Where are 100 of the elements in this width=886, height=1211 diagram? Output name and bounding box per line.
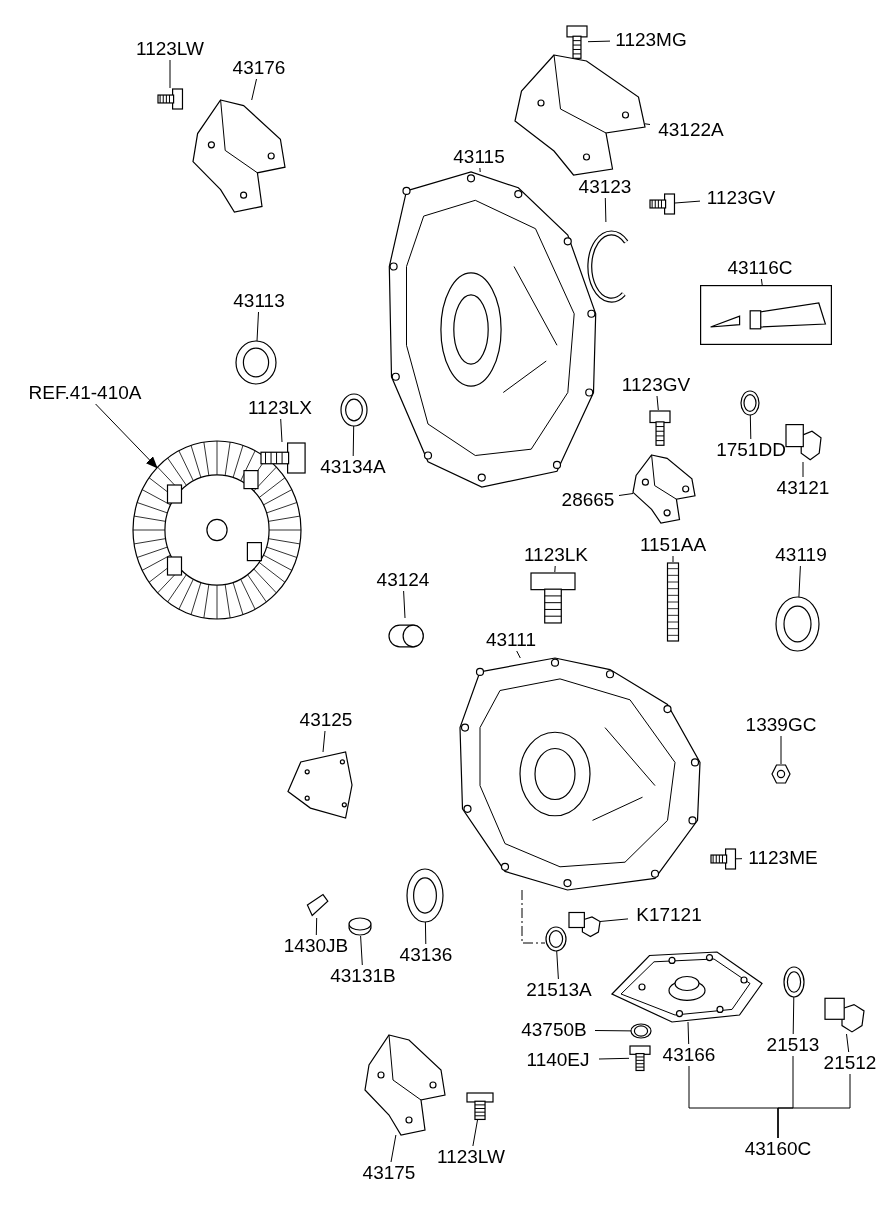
pin-drawing [305,892,329,918]
part-number: 1339GC [740,714,822,736]
part-number: 21513A [518,979,600,1001]
leader-line [352,425,355,457]
washer-drawing [740,390,760,416]
leader-line [472,1119,478,1147]
cap-drawing [348,916,372,936]
cover-plate-drawing [288,752,352,818]
bolt-drawing [710,848,736,870]
part-number: 43116C [720,257,800,279]
leader-line [780,735,782,765]
part-number: 43134A [312,456,394,478]
part-number: 28665 [557,489,619,511]
part-number: 43750B [513,1019,595,1041]
bolt-drawing [466,1092,494,1120]
leader-line [846,1033,850,1053]
leader-line [777,1073,851,1139]
part-number: 43131B [322,965,404,987]
leader-line [521,889,546,944]
leader-line [587,40,611,43]
leader-line [599,918,629,922]
leader-line [687,1021,690,1045]
oil-seal-drawing [235,340,277,385]
part-number: 43124 [372,569,434,591]
leader-line [672,555,674,563]
part-number: 43160C [737,1138,819,1160]
bolt-drawing [157,88,183,110]
bolt-drawing [629,1045,651,1071]
oil-seal-drawing [775,596,820,652]
oil-seal-drawing [406,868,444,923]
leader-line [618,493,634,496]
bracket-drawing [633,455,695,523]
leader-line [604,197,607,223]
part-number: 1123LK [515,544,597,566]
tube-panel [700,285,832,345]
washer-drawing [545,926,567,952]
part-number: 1123ME [742,847,824,869]
part-number: 43122A [650,119,732,141]
part-number: 43166 [658,1044,720,1066]
part-number: 1123LW [130,38,210,60]
leader-line [169,59,171,89]
bracket-drawing [193,100,285,212]
part-number: 1123LW [430,1146,512,1168]
part-number: 43119 [770,544,832,566]
leader-line [735,858,743,860]
part-number: 43121 [772,477,834,499]
leader-line [556,950,559,980]
leader-line [322,730,326,753]
part-number: 43111 [480,629,542,651]
clutch-disc-drawing [132,440,302,620]
arrow [95,403,158,469]
leader-line [802,461,804,478]
leader-line [256,311,259,342]
leader-line [390,1134,397,1163]
leader-line [479,167,481,173]
washer-drawing [783,966,805,998]
part-number: 1123GV [615,374,697,396]
part-number: K17121 [628,904,710,926]
leader-line [315,917,318,936]
cover-drawing [612,952,762,1022]
part-number: 43176 [228,57,290,79]
leader-line [554,565,556,573]
leader-line [644,123,651,125]
part-number: 1751DD [710,439,792,461]
part-number: 43115 [448,146,510,168]
part-number: 43123 [574,176,636,198]
leader-line [516,650,521,659]
leader-line [403,590,406,619]
bolt-drawing [260,442,306,474]
leader-line [749,414,752,440]
part-number: 43136 [395,944,457,966]
part-number: 1430JB [280,935,352,957]
leader-line [598,1057,630,1060]
bolt-drawing [566,25,588,59]
part-number: 43113 [228,290,290,312]
bracket-drawing [515,55,645,175]
part-number: 1123LX [240,397,320,419]
leader-line [251,78,257,101]
part-number: 1123MG [610,29,692,51]
bolt-drawing [649,410,671,446]
leader-line [280,418,283,443]
bolt-drawing [649,193,675,215]
part-number: 1123GV [700,187,782,209]
part-number: 1151AA [632,534,714,556]
washer-drawing [340,393,368,427]
leader-line [424,921,427,945]
leader-line [760,278,763,286]
leader-line [656,395,659,411]
part-number: REF.41-410A [15,382,155,404]
leader-line [792,996,795,1035]
washer-drawing [630,1023,652,1039]
leader-line [674,200,701,204]
bracket-drawing [365,1035,445,1135]
part-number: 1140EJ [517,1049,599,1071]
bolt-drawing [530,572,576,624]
nut-drawing [772,764,790,784]
leader-line [594,1030,632,1032]
part-number: 43125 [295,709,357,731]
leader-line [360,935,363,966]
part-number: 43175 [358,1162,420,1184]
